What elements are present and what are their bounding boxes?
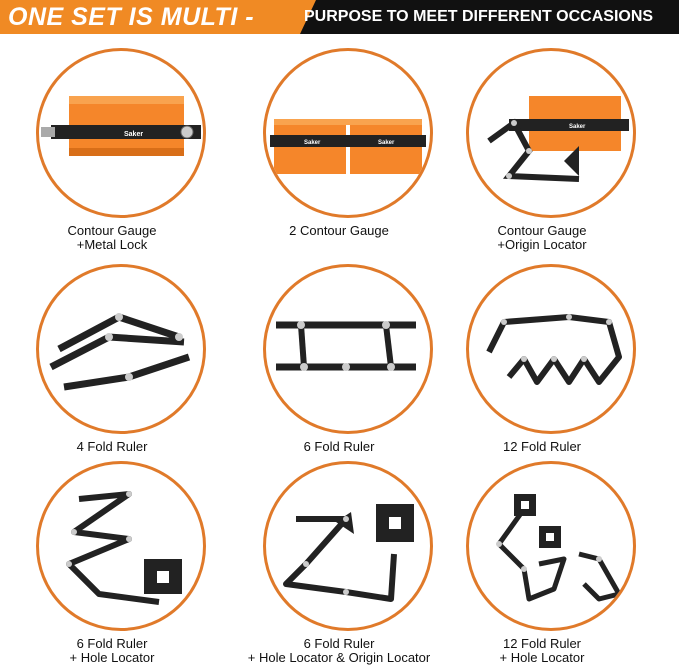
product-caption: Contour Gauge +Metal Lock (0, 224, 225, 252)
product-caption: 4 Fold Ruler (0, 440, 225, 454)
brand-label: Saker (304, 140, 321, 146)
product-card-12-fold-ruler: 12 Fold Ruler (453, 254, 679, 469)
caption-line2: + Hole Locator (499, 650, 585, 665)
caption-line2: +Origin Locator (497, 237, 587, 252)
product-image (263, 264, 433, 434)
product-caption: Contour Gauge +Origin Locator (429, 224, 655, 252)
product-caption: 12 Fold Ruler + Hole Locator (429, 637, 655, 665)
caption-line1: 2 Contour Gauge (289, 223, 389, 238)
product-caption: 6 Fold Ruler + Hole Locator (0, 637, 225, 665)
6-fold-hole-locator-illustration (66, 491, 182, 605)
banner-accent (0, 0, 316, 34)
12-fold-ruler-illustration (486, 314, 622, 385)
product-caption: 2 Contour Gauge (226, 224, 452, 238)
caption-line2: + Hole Locator (69, 650, 155, 665)
product-image: Saker Saker (263, 48, 433, 218)
product-caption: 6 Fold Ruler + Hole Locator & Origin Loc… (226, 637, 452, 665)
product-image (466, 461, 636, 631)
banner-subtitle: PURPOSE TO MEET DIFFERENT OCCASIONS (304, 8, 654, 25)
product-caption: 12 Fold Ruler (429, 440, 655, 454)
brand-label: Saker (569, 124, 586, 130)
caption-line1: Contour Gauge (497, 223, 587, 238)
6-fold-ruler-illustration (276, 321, 416, 371)
caption-line2: + Hole Locator & Origin Locator (247, 650, 431, 665)
header-banner: ONE SET IS MULTI - PURPOSE TO MEET DIFFE… (0, 0, 679, 34)
caption-line1: 12 Fold Ruler (502, 439, 582, 454)
caption-line1: 12 Fold Ruler (502, 636, 582, 651)
caption-line2: +Metal Lock (76, 237, 148, 252)
product-card-6-fold-hole-origin: 6 Fold Ruler + Hole Locator & Origin Loc… (226, 451, 452, 666)
caption-line1: 6 Fold Ruler (303, 439, 375, 454)
product-card-6-fold-ruler: 6 Fold Ruler (226, 254, 452, 469)
product-image (263, 461, 433, 631)
product-card-6-fold-hole-locator: 6 Fold Ruler + Hole Locator (0, 451, 225, 666)
product-image (466, 264, 636, 434)
product-caption: 6 Fold Ruler (226, 440, 452, 454)
12-fold-hole-locator-illustration (496, 494, 622, 602)
product-card-contour-gauge-origin: Saker Contour Gauge +Origin Locator (453, 38, 679, 253)
caption-line1: 6 Fold Ruler (303, 636, 375, 651)
caption-line1: 6 Fold Ruler (76, 636, 148, 651)
contour-gauge-origin-illustration: Saker (487, 96, 629, 182)
product-card-contour-gauge-lock: Saker Contour Gauge +Metal Lock (0, 38, 225, 253)
product-image: Saker (36, 48, 206, 218)
4-fold-ruler-illustration (49, 313, 191, 391)
product-image (36, 461, 206, 631)
brand-label: Saker (378, 140, 395, 146)
caption-line1: 4 Fold Ruler (76, 439, 148, 454)
caption-line1: Contour Gauge (67, 223, 157, 238)
product-card-12-fold-hole-locator: 12 Fold Ruler + Hole Locator (453, 451, 679, 666)
banner-title: ONE SET IS MULTI - (8, 3, 255, 31)
double-contour-gauge-illustration: Saker Saker (270, 119, 426, 174)
product-image (36, 264, 206, 434)
brand-label: Saker (124, 131, 143, 138)
product-card-2-contour-gauge: Saker Saker 2 Contour Gauge (226, 38, 452, 253)
contour-gauge-lock-illustration: Saker (41, 96, 201, 156)
product-image: Saker (466, 48, 636, 218)
6-fold-hole-origin-illustration (283, 504, 414, 602)
product-card-4-fold-ruler: 4 Fold Ruler (0, 254, 225, 469)
